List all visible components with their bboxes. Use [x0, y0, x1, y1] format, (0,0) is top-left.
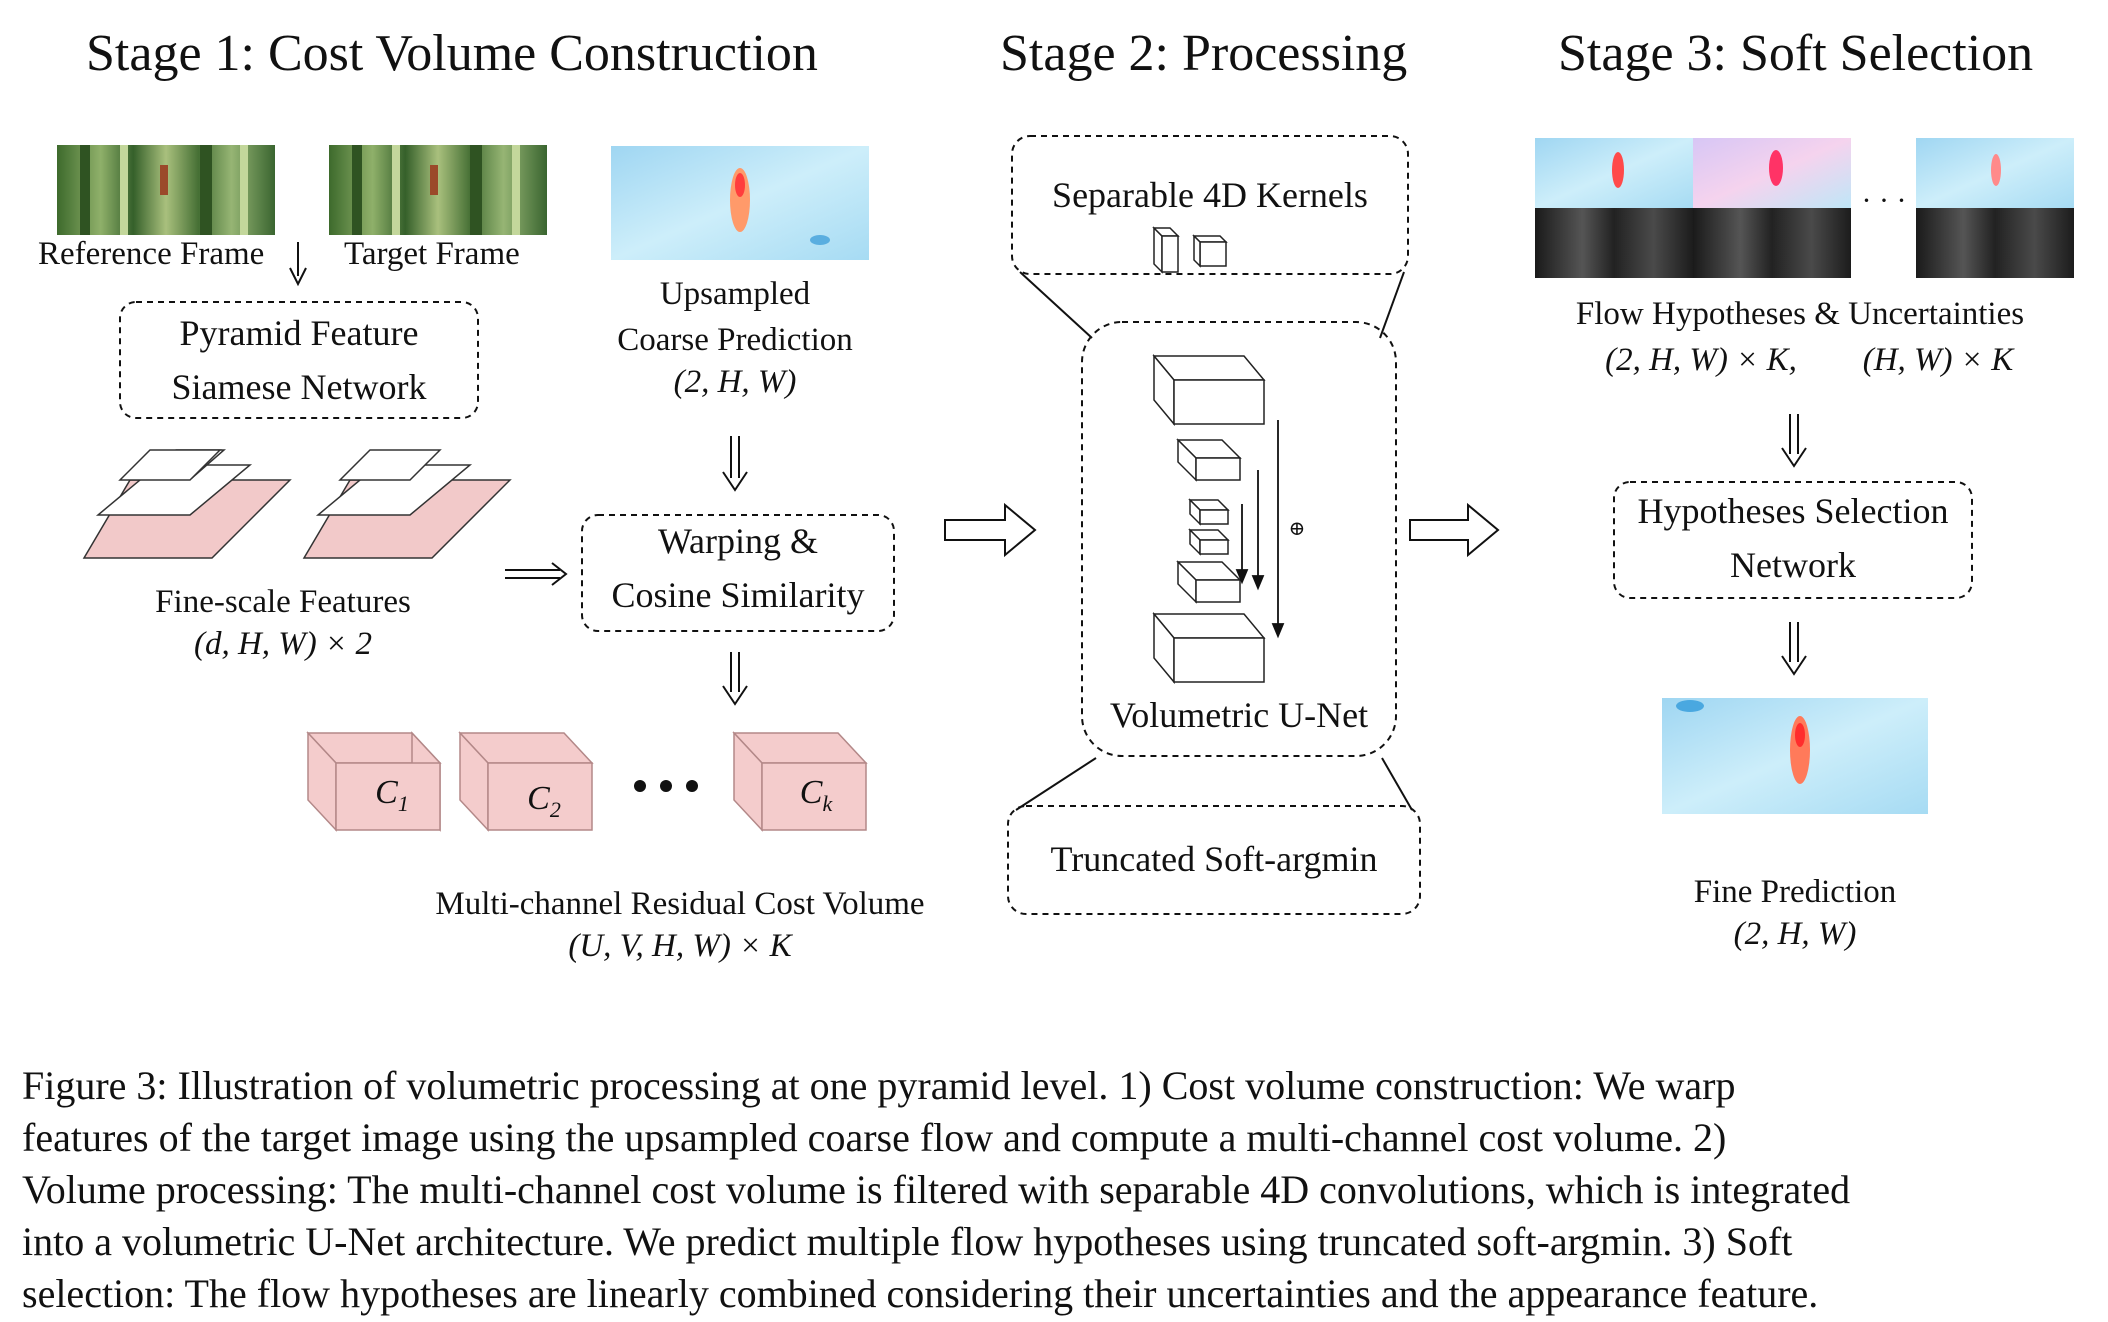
hypotheses-selection-text: Hypotheses Selection Network: [1614, 484, 1972, 592]
cost-volume-cube-1: [306, 731, 442, 832]
figure-panel: Stage 1: Cost Volume Construction Stage …: [38, 25, 2074, 964]
selection-line1: Hypotheses Selection: [1637, 491, 1949, 531]
stage2-to-stage3-arrow: [1409, 502, 1500, 558]
separable-kernel-icons: [1152, 226, 1228, 274]
caption-line-4: into a volumetric U-Net architecture. We…: [22, 1219, 1793, 1264]
reference-frame-label: Reference Frame: [38, 236, 265, 272]
cost-volume-dims: (U, V, H, W) × K: [568, 928, 792, 964]
flow-hypothesis-k-image: [1916, 138, 2074, 208]
fine-prediction-image: [1662, 698, 1928, 814]
stage1-to-stage2-arrow: [944, 502, 1037, 558]
cost-volume-label-k: Ck: [799, 774, 833, 816]
caption-line-2: features of the target image using the u…: [22, 1115, 1727, 1160]
separable-kernels-box: [1011, 135, 1409, 275]
caption-line-5: selection: The flow hypotheses are linea…: [22, 1271, 1819, 1316]
uncertainty-1-image: [1535, 208, 1693, 278]
cost-volume-cube-k: [732, 731, 868, 832]
target-frame-image: [329, 145, 547, 235]
stage2-title: Stage 2: Processing: [1000, 25, 1408, 82]
cost-volume-label-2: C2: [527, 780, 561, 822]
pyramid-feature-text: Pyramid Feature Siamese Network: [120, 306, 478, 414]
features-to-warping-arrow: [505, 562, 568, 586]
warping-line2: Cosine Similarity: [611, 575, 865, 615]
hypotheses-label: Flow Hypotheses & Uncertainties: [1575, 296, 2025, 332]
caption-line-3: Volume processing: The multi-channel cos…: [22, 1167, 1851, 1212]
uncertainty-2-image: [1693, 208, 1851, 278]
diagram-graphics: [57, 135, 2074, 915]
cost-volume-cube-2: [458, 731, 594, 832]
figure-caption: Figure 3: Illustration of volumetric pro…: [22, 1060, 2090, 1320]
warping-line1: Warping &: [657, 521, 819, 561]
upsampled-dims: (2, H, W): [673, 364, 797, 400]
fine-prediction-dims: (2, H, W): [1733, 916, 1857, 952]
selection-line2: Network: [1730, 545, 1856, 585]
stage1-title: Stage 1: Cost Volume Construction: [86, 25, 818, 82]
fine-features-left-stack: [82, 449, 292, 559]
frames-down-arrow: [289, 242, 307, 287]
selection-down-arrow: [1781, 622, 1807, 676]
hypotheses-dims-b: (H, W) × K: [1862, 342, 2014, 378]
cost-volume-label-1: C1: [375, 774, 409, 816]
soft-argmin-text: Truncated Soft-argmin: [1050, 839, 1378, 879]
uncertainty-k-image: [1916, 208, 2074, 278]
fine-prediction-label: Fine Prediction: [1693, 874, 1897, 910]
fine-features-dims: (d, H, W) × 2: [193, 626, 373, 662]
hypotheses-selection-box: [1613, 481, 1973, 599]
fine-features-right-stack: [302, 449, 512, 559]
hypotheses-dims-a: (2, H, W) × K,: [1605, 342, 1797, 378]
separable-kernels-text: Separable 4D Kernels: [1052, 175, 1368, 215]
upsampled-label-line1: Upsampled: [659, 276, 811, 312]
hypotheses-down-arrow: [1781, 414, 1807, 468]
upsampled-coarse-prediction-image: [611, 146, 869, 260]
upsampled-label-line2: Coarse Prediction: [617, 322, 853, 358]
unet-blocks: [1152, 353, 1266, 685]
warping-box: [581, 514, 895, 632]
unet-box: [1081, 321, 1397, 757]
hypotheses-ellipsis: · · ·: [1861, 184, 1907, 217]
stage3-title: Stage 3: Soft Selection: [1558, 25, 2034, 82]
soft-argmin-box: [1007, 805, 1421, 915]
flow-hypothesis-2-image: [1693, 138, 1851, 208]
unet-label: Volumetric U-Net: [1109, 695, 1369, 735]
reference-frame-image: [57, 145, 275, 235]
upsampled-down-arrow: [722, 436, 748, 492]
fine-features-label: Fine-scale Features: [155, 584, 411, 620]
pyramid-feature-line2: Siamese Network: [171, 367, 427, 407]
warping-down-arrow: [722, 652, 748, 706]
cost-volume-ellipsis: [634, 780, 698, 792]
warping-text: Warping & Cosine Similarity: [582, 514, 894, 622]
unet-skip-arrows: [1235, 420, 1285, 639]
unet-plus-symbol: ⊕: [1288, 518, 1306, 540]
target-frame-label: Target Frame: [344, 236, 520, 272]
pyramid-feature-line1: Pyramid Feature: [179, 313, 419, 353]
zoom-connector-lines: [1015, 271, 1413, 811]
flow-hypothesis-1-image: [1535, 138, 1693, 208]
pyramid-feature-box: [119, 301, 479, 419]
caption-line-1: Figure 3: Illustration of volumetric pro…: [22, 1063, 1736, 1108]
cost-volume-caption: Multi-channel Residual Cost Volume: [435, 886, 925, 922]
